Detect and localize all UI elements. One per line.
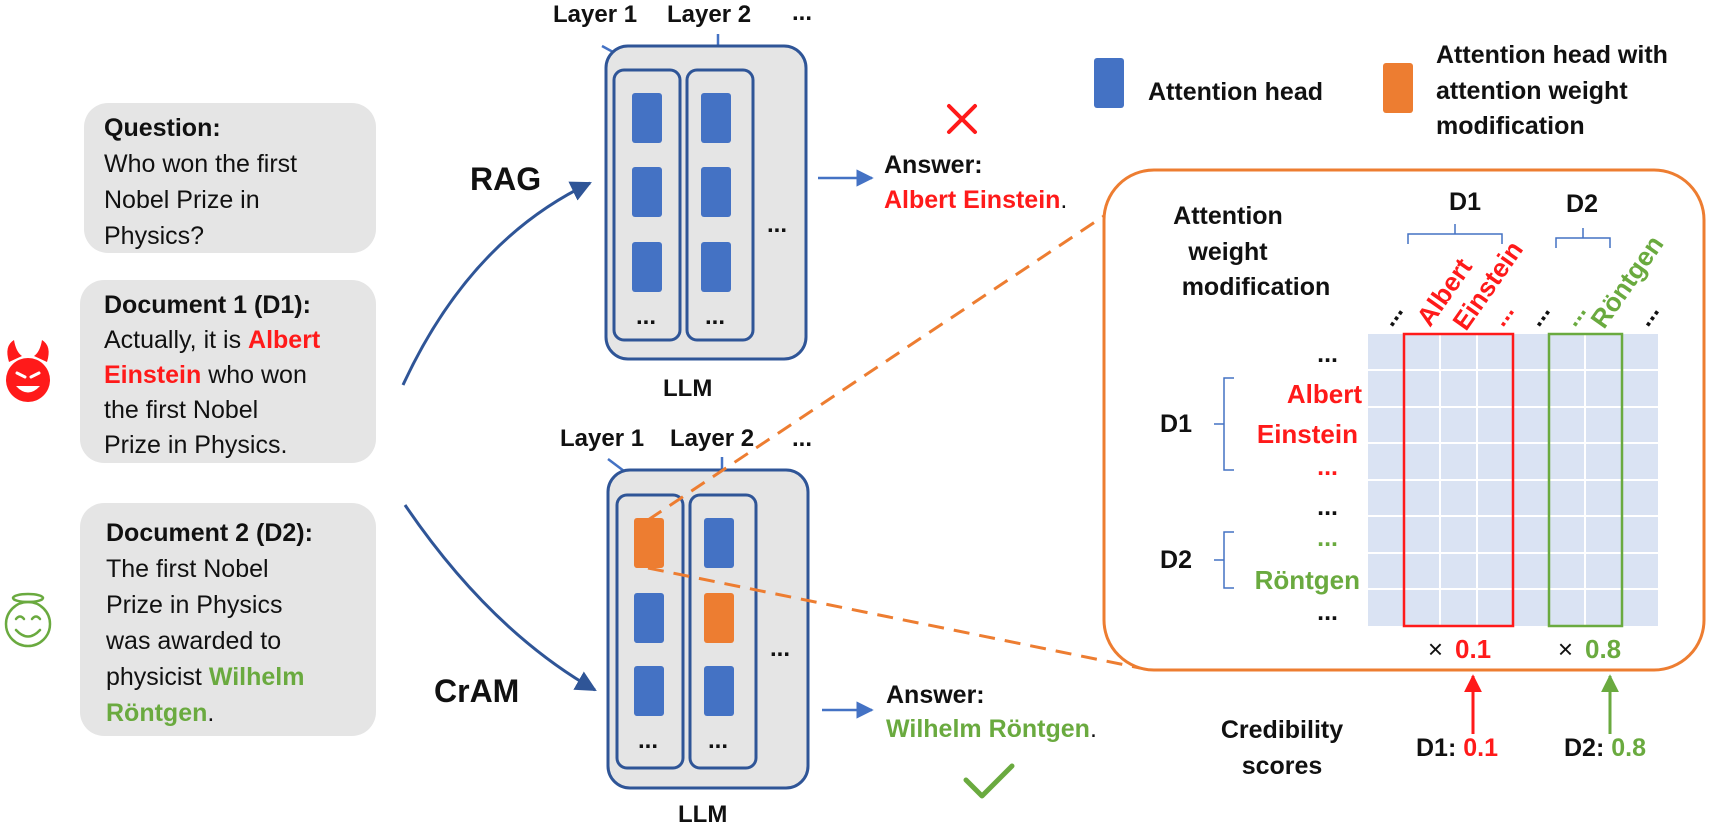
cram-modified-attention-head bbox=[704, 593, 734, 643]
panel-title-line: weight bbox=[1187, 238, 1268, 266]
cram-flow-arrow bbox=[403, 504, 597, 692]
question-line: Physics? bbox=[104, 222, 204, 250]
question-line: Nobel Prize in bbox=[104, 186, 260, 214]
document-2-card: Document 2 (D2): The first Nobel Prize i… bbox=[80, 503, 376, 736]
row-token-rontgen: Röntgen bbox=[1255, 565, 1360, 595]
cram-attention-head bbox=[634, 666, 664, 716]
d1-column-highlight bbox=[1402, 332, 1515, 628]
legend-head-label: Attention head bbox=[1148, 78, 1323, 106]
attention-modification-panel: Attention weight modification D1 D2 ... … bbox=[1102, 168, 1706, 672]
cram-head-dots: ... bbox=[708, 727, 728, 754]
doc1-title: Document 1 (D1): bbox=[104, 291, 311, 319]
cram-head-dots: ... bbox=[638, 727, 658, 754]
rag-attention-head bbox=[632, 167, 662, 217]
rag-attention-head bbox=[701, 242, 731, 292]
cram-attention-head bbox=[704, 518, 734, 568]
credibility-label-line: scores bbox=[1242, 752, 1323, 780]
legend: Attention head Attention head with atten… bbox=[1094, 41, 1668, 140]
doc2-line: Röntgen. bbox=[106, 699, 214, 727]
cram-attention-head bbox=[634, 593, 664, 643]
rag-layer1-label: Layer 1 bbox=[553, 1, 637, 28]
cram-answer-label: Answer: bbox=[886, 681, 985, 709]
row-token: ... bbox=[1317, 340, 1338, 368]
cram-modified-attention-head bbox=[634, 518, 664, 568]
row-group-d1: D1 bbox=[1160, 410, 1192, 438]
row-token: ... bbox=[1317, 453, 1338, 481]
row-group-d2: D2 bbox=[1160, 546, 1192, 574]
d2-multiplier-value: 0.8 bbox=[1585, 634, 1621, 664]
doc1-line: Prize in Physics. bbox=[104, 431, 287, 459]
zoom-connector-bottom bbox=[647, 566, 1141, 670]
cram-llm: Layer 1 Layer 2 ... ... ... ... LLM bbox=[560, 425, 812, 826]
rag-head-dots: ... bbox=[636, 303, 656, 330]
col-group-d1: D1 bbox=[1449, 188, 1481, 216]
panel-title-line: Attention bbox=[1173, 202, 1283, 230]
rag-flow-arrow bbox=[401, 181, 592, 386]
d1-multiplier-sign: × bbox=[1428, 634, 1443, 664]
doc1-line: Einstein who won bbox=[104, 361, 307, 389]
row-token-albert: Albert bbox=[1287, 379, 1362, 409]
rag-layer2-label: Layer 2 bbox=[667, 1, 751, 28]
cram-attention-head bbox=[704, 666, 734, 716]
row-token: ... bbox=[1317, 598, 1338, 626]
legend-modified-swatch bbox=[1383, 63, 1413, 113]
cram-llm-label: LLM bbox=[678, 801, 727, 826]
legend-modified-line: modification bbox=[1436, 112, 1585, 140]
row-token: ... bbox=[1317, 524, 1338, 552]
cram-layer2-label: Layer 2 bbox=[670, 425, 754, 452]
rag-llm-label: LLM bbox=[663, 375, 712, 402]
rag-answer-value: Albert Einstein. bbox=[884, 186, 1067, 214]
rag-col-dots: ... bbox=[767, 211, 787, 238]
rag-attention-head bbox=[632, 242, 662, 292]
rag-attention-head bbox=[632, 93, 662, 143]
doc2-line: Prize in Physics bbox=[106, 591, 282, 619]
legend-head-swatch bbox=[1094, 58, 1124, 108]
question-title: Question: bbox=[104, 114, 221, 142]
zoom-connector-top bbox=[647, 198, 1129, 522]
col-group-d2: D2 bbox=[1566, 190, 1598, 218]
legend-modified-line: attention weight bbox=[1436, 77, 1628, 105]
rag-attention-head bbox=[701, 167, 731, 217]
d2-column-highlight bbox=[1547, 332, 1624, 628]
row-token-einstein: Einstein bbox=[1257, 419, 1358, 449]
angel-icon bbox=[4, 592, 52, 648]
credibility-label-line: Credibility bbox=[1221, 716, 1343, 744]
doc2-line: physicist Wilhelm bbox=[106, 663, 304, 691]
question-card: Question: Who won the first Nobel Prize … bbox=[84, 103, 376, 253]
rag-label: RAG bbox=[470, 161, 541, 197]
doc2-line: The first Nobel bbox=[106, 555, 269, 583]
doc2-line: was awarded to bbox=[105, 627, 281, 655]
cross-icon bbox=[947, 104, 977, 134]
d1-multiplier-value: 0.1 bbox=[1455, 634, 1491, 664]
devil-icon bbox=[6, 340, 50, 402]
document-1-card: Document 1 (D1): Actually, it is Albert … bbox=[80, 280, 376, 463]
doc1-line: Actually, it is Albert bbox=[104, 326, 321, 354]
legend-modified-line: Attention head with bbox=[1436, 41, 1668, 69]
rag-llm: Layer 1 Layer 2 ... ... ... ... LLM bbox=[553, 0, 812, 402]
row-token: ... bbox=[1317, 493, 1338, 521]
cram-layer1-label: Layer 1 bbox=[560, 425, 644, 452]
panel-title-line: modification bbox=[1182, 273, 1331, 301]
rag-layers-more: ... bbox=[792, 0, 812, 26]
rag-answer-label: Answer: bbox=[884, 151, 983, 179]
d2-multiplier-sign: × bbox=[1558, 634, 1573, 664]
doc1-line: the first Nobel bbox=[104, 396, 258, 424]
cram-layers-more: ... bbox=[792, 425, 812, 452]
d2-credibility-score: D2: 0.8 bbox=[1564, 734, 1646, 762]
rag-head-dots: ... bbox=[705, 303, 725, 330]
cram-answer-value: Wilhelm Röntgen. bbox=[886, 715, 1097, 743]
question-line: Who won the first bbox=[104, 150, 297, 178]
cram-label: CrAM bbox=[434, 673, 519, 709]
check-icon bbox=[963, 763, 1015, 799]
d1-credibility-score: D1: 0.1 bbox=[1416, 734, 1498, 762]
cram-col-dots: ... bbox=[770, 635, 790, 662]
rag-attention-head bbox=[701, 93, 731, 143]
doc2-title: Document 2 (D2): bbox=[106, 519, 313, 547]
